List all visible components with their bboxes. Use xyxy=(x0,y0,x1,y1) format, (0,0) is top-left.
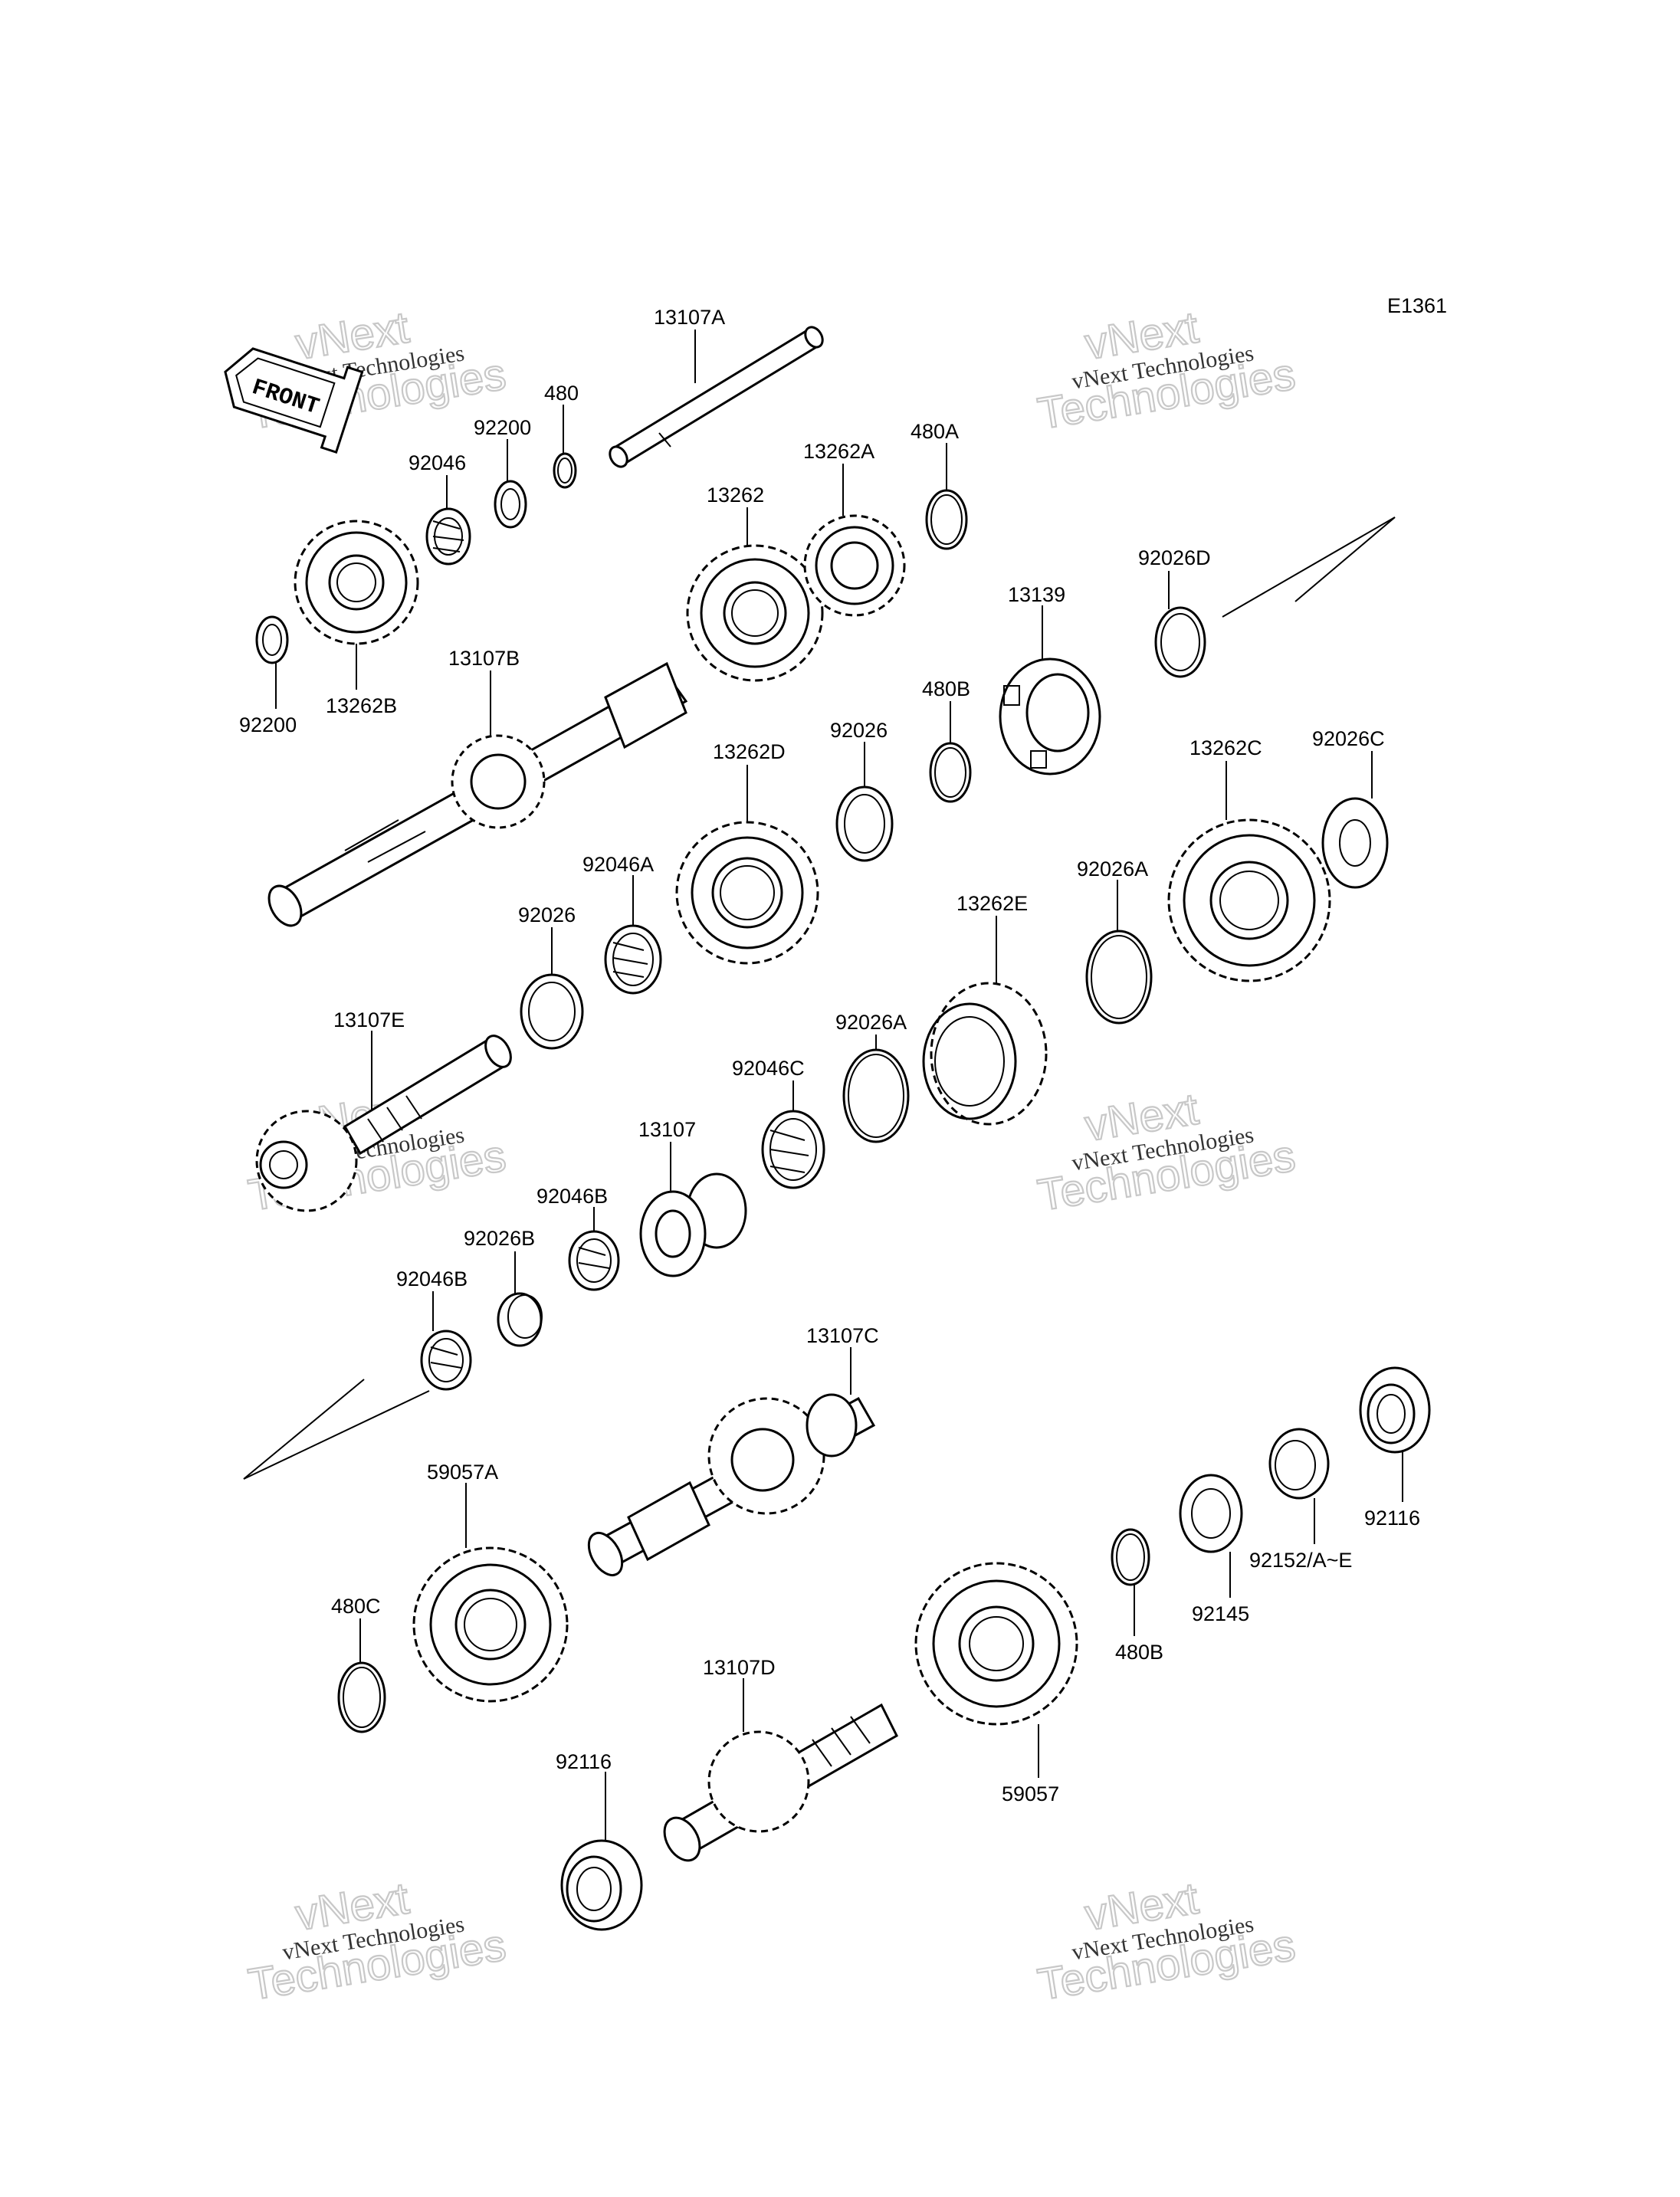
gear-13262b xyxy=(294,520,419,645)
label-13262: 13262 xyxy=(707,484,764,507)
label-13262c: 13262C xyxy=(1189,736,1262,759)
label-92026c: 92026C xyxy=(1312,727,1385,750)
watermark-bottom-left: vNext Technologies vNext Technologies xyxy=(244,1872,510,2010)
label-92152: 92152/A~E xyxy=(1249,1549,1352,1572)
washer-92200-left xyxy=(255,615,289,664)
gear-13262e xyxy=(922,982,1048,1126)
label-92200-left: 92200 xyxy=(239,713,297,736)
circlip-480b-upper xyxy=(929,742,972,803)
label-480c: 480C xyxy=(331,1595,381,1618)
label-480a: 480A xyxy=(911,420,959,443)
label-92046a: 92046A xyxy=(582,853,654,876)
label-13262a: 13262A xyxy=(803,440,874,463)
shim-92145 xyxy=(1179,1474,1243,1553)
shaft-13107e xyxy=(255,1035,512,1212)
label-480b-upper: 480B xyxy=(922,677,970,700)
circlip-480c xyxy=(337,1661,386,1733)
label-480: 480 xyxy=(544,382,579,405)
label-92026d: 92026D xyxy=(1138,546,1211,569)
label-92026b: 92026B xyxy=(464,1227,535,1250)
washer-92026-upper xyxy=(835,785,894,862)
washer-92026a-upper xyxy=(1085,930,1153,1025)
washer-92026c xyxy=(1321,797,1389,889)
hub-13139 xyxy=(999,657,1101,776)
leader-lines xyxy=(275,330,1403,1841)
gear-13262c xyxy=(1167,818,1331,982)
label-92200-top: 92200 xyxy=(474,416,531,439)
bearing-92116-left xyxy=(560,1839,643,1931)
circlip-480a xyxy=(925,489,968,550)
label-92046c: 92046C xyxy=(732,1057,805,1080)
label-13262b: 13262B xyxy=(326,694,397,717)
gear-59057 xyxy=(914,1562,1078,1726)
bearing-92046c xyxy=(761,1110,825,1189)
watermark-top-right: vNext Technologies vNext Technologies xyxy=(1034,301,1300,439)
gear-59057a xyxy=(412,1546,569,1703)
label-92046b-lower: 92046B xyxy=(396,1267,468,1290)
label-92026a-lower: 92026A xyxy=(835,1011,907,1034)
bearing-92046a xyxy=(604,924,662,995)
label-92046: 92046 xyxy=(409,451,466,474)
label-13262d: 13262D xyxy=(713,740,786,763)
break-line-top xyxy=(1222,516,1396,618)
shaft-13107b xyxy=(267,661,688,927)
label-13107e: 13107E xyxy=(333,1008,405,1031)
break-line-bottom xyxy=(243,1379,365,1480)
label-13262e: 13262E xyxy=(956,892,1028,915)
front-arrow-icon: FRONT xyxy=(224,347,364,454)
washer-92026a-lower xyxy=(842,1048,910,1143)
callout-labels: 13107A 480 92200 92046 13262B 92200 1326… xyxy=(239,306,1420,1805)
circlip-480 xyxy=(553,452,577,489)
label-92026-upper: 92026 xyxy=(830,719,888,742)
bearing-92046b-lower xyxy=(420,1330,472,1391)
label-92026a-upper: 92026A xyxy=(1077,857,1148,880)
label-92116-left: 92116 xyxy=(556,1750,612,1773)
break-line-bottom-2 xyxy=(243,1390,430,1480)
label-13107d: 13107D xyxy=(703,1656,776,1679)
bearing-92046 xyxy=(425,507,471,566)
label-92145: 92145 xyxy=(1192,1602,1249,1625)
circlip-480b-lower xyxy=(1111,1528,1150,1586)
collar-92026b xyxy=(497,1292,543,1347)
label-92116-right: 92116 xyxy=(1364,1507,1420,1530)
break-line-top-2 xyxy=(1294,516,1396,602)
bearing-92046b-upper xyxy=(568,1230,620,1291)
shaft-13107a xyxy=(609,326,824,468)
gear-13262a xyxy=(803,514,906,617)
label-92046b-upper: 92046B xyxy=(536,1185,608,1208)
shaft-13107d xyxy=(663,1703,898,1862)
washer-92026d xyxy=(1154,606,1206,678)
hub-13107 xyxy=(639,1172,747,1277)
label-13107c: 13107C xyxy=(806,1324,879,1347)
gear-13262 xyxy=(686,544,824,682)
label-13107: 13107 xyxy=(638,1118,696,1141)
washer-92200-top xyxy=(494,480,527,529)
label-59057a: 59057A xyxy=(427,1461,498,1484)
label-13107b: 13107B xyxy=(448,647,520,670)
watermark-mid-right: vNext Technologies vNext Technologies xyxy=(1034,1083,1300,1221)
label-13139: 13139 xyxy=(1008,583,1065,606)
shaft-13107c xyxy=(587,1393,876,1576)
gear-13262d xyxy=(675,821,819,965)
bearing-92116-right xyxy=(1359,1366,1431,1454)
washer-92026-lower xyxy=(520,973,584,1050)
label-13107a: 13107A xyxy=(654,306,725,329)
diagram-code: E1361 xyxy=(1387,294,1447,317)
label-59057: 59057 xyxy=(1002,1782,1059,1805)
watermark-bottom-right: vNext Technologies vNext Technologies xyxy=(1034,1872,1300,2010)
label-480b-lower: 480B xyxy=(1115,1641,1163,1664)
shim-92152 xyxy=(1268,1428,1330,1500)
label-92026-lower: 92026 xyxy=(518,903,576,926)
